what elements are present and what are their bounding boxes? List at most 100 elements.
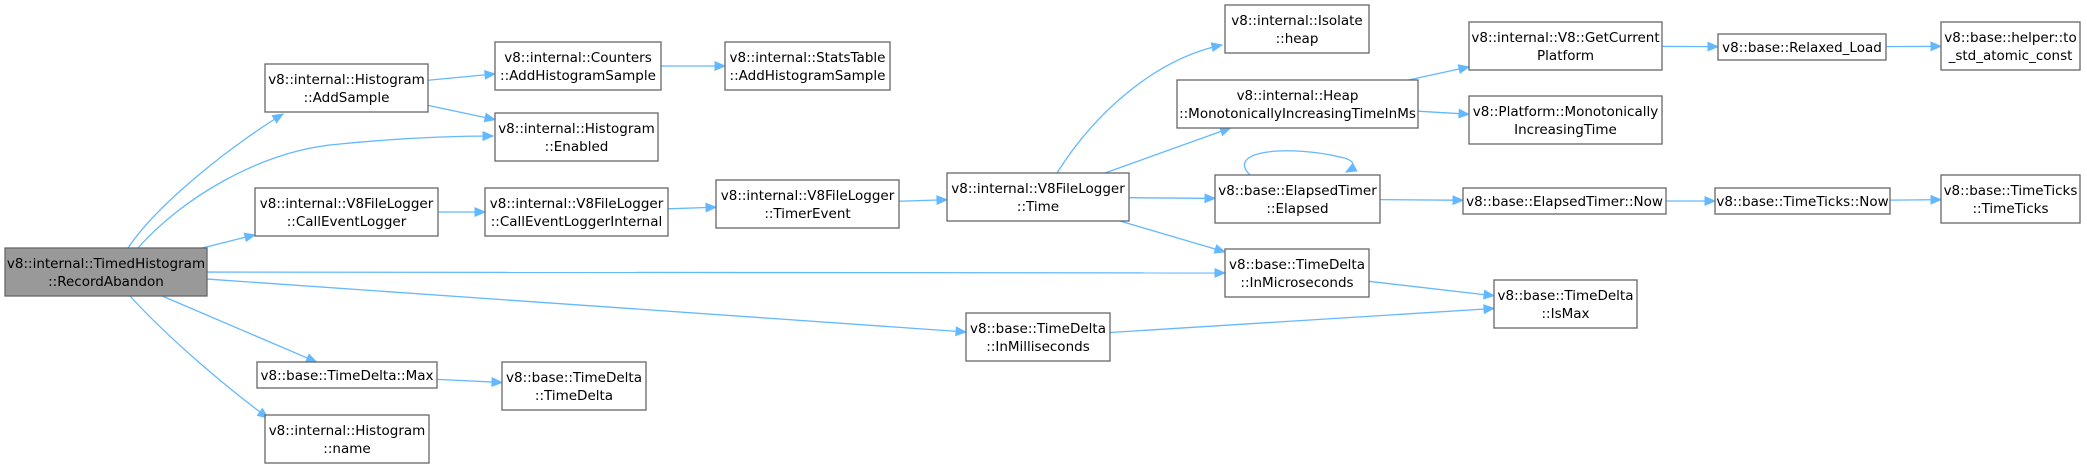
node-label-line: v8::base::TimeDelta xyxy=(970,321,1106,337)
node-timedelta-max[interactable]: v8::base::TimeDelta::Max xyxy=(256,361,438,389)
edge-timeticks_now-to-timeticks_timeticks xyxy=(1889,194,1943,205)
arrowhead xyxy=(1214,267,1227,278)
node-hist-name[interactable]: v8::internal::Histogram::name xyxy=(264,414,430,464)
node-platform-monotonic[interactable]: v8::Platform::MonotonicallyIncreasingTim… xyxy=(1468,95,1663,145)
node-v8fl-timerevent[interactable]: v8::internal::V8FileLogger::TimerEvent xyxy=(715,179,900,229)
node-label-line: v8::base::Relaxed_Load xyxy=(1722,40,1882,56)
node-label-line: ::CallEventLogger xyxy=(287,214,407,230)
node-label-line: IncreasingTime xyxy=(1514,122,1617,138)
edge-line xyxy=(1128,197,1207,199)
node-timedelta-inmicro[interactable]: v8::base::TimeDelta::InMicroseconds xyxy=(1224,248,1370,298)
edge-line xyxy=(436,378,494,383)
node-counters-addhist[interactable]: v8::internal::Counters::AddHistogramSamp… xyxy=(494,41,662,91)
node-label-line: ::AddSample xyxy=(304,90,390,106)
node-root[interactable]: v8::internal::TimedHistogram::RecordAban… xyxy=(4,247,208,297)
node-label-line: v8::base::ElapsedTimer xyxy=(1218,183,1377,199)
node-label-line: ::RecordAbandon xyxy=(48,274,164,290)
edge-elapsedtimer_elapsed-to-elapsedtimer_elapsed xyxy=(1243,150,1358,176)
node-v8fl-calleventloggerinternal[interactable]: v8::internal::V8FileLogger::CallEventLog… xyxy=(484,187,669,237)
node-isolate-heap[interactable]: v8::internal::Isolate::heap xyxy=(1224,4,1370,54)
node-timeticks-timeticks[interactable]: v8::base::TimeTicks::TimeTicks xyxy=(1940,174,2081,224)
arrowhead xyxy=(955,326,968,337)
arrowhead xyxy=(1213,244,1227,254)
node-v8fl-calleventlogger[interactable]: v8::internal::V8FileLogger::CallEventLog… xyxy=(254,187,439,237)
node-v8fl-time[interactable]: v8::internal::V8FileLogger::Time xyxy=(946,172,1130,222)
edge-v8fl_calleventloggerinternal-to-v8fl_timerevent xyxy=(667,202,718,213)
arrowhead xyxy=(1483,289,1496,300)
node-box xyxy=(1176,79,1419,129)
node-label-line: ::TimeDelta xyxy=(535,388,613,404)
edge-timedelta_inmilli-to-timedelta_ismax xyxy=(1109,304,1496,334)
node-timedelta-inmilli[interactable]: v8::base::TimeDelta::InMilliseconds xyxy=(965,312,1111,362)
edge-timedelta_max-to-timedelta_timedelta xyxy=(436,377,504,387)
edge-line xyxy=(667,206,708,210)
node-hist-enabled[interactable]: v8::internal::Histogram::Enabled xyxy=(494,112,659,162)
arrowhead xyxy=(1930,41,1943,52)
node-label-line: ::IsMax xyxy=(1541,306,1589,322)
node-label-line: v8::base::TimeDelta xyxy=(1497,288,1633,304)
edge-line xyxy=(898,199,939,202)
edge-line xyxy=(206,278,958,333)
node-box xyxy=(256,361,438,389)
node-heap-monotonic[interactable]: v8::internal::Heap::MonotonicallyIncreas… xyxy=(1176,79,1419,129)
node-elapsedtimer-elapsed[interactable]: v8::base::ElapsedTimer::Elapsed xyxy=(1214,174,1381,224)
node-box xyxy=(484,187,669,237)
edge-elapsedtimer_now-to-timeticks_now xyxy=(1666,196,1717,206)
node-label-line: v8::base::TimeDelta xyxy=(506,370,642,386)
node-helper-atomic[interactable]: v8::base::helper::to_std_atomic_const xyxy=(1940,21,2081,71)
node-elapsedtimer-now[interactable]: v8::base::ElapsedTimer::Now xyxy=(1462,187,1667,215)
arrowhead xyxy=(1930,194,1943,205)
nodes-layer: v8::internal::TimedHistogram::RecordAban… xyxy=(4,4,2081,464)
arrowhead xyxy=(714,61,727,71)
edge-line xyxy=(1417,110,1461,115)
edge-root-to-hist_name xyxy=(129,295,270,419)
edge-root-to-hist_addsample xyxy=(127,113,285,249)
node-label-line: v8::internal::TimedHistogram xyxy=(7,256,205,272)
node-label-line: ::InMilliseconds xyxy=(986,339,1089,355)
edge-line xyxy=(1368,280,1486,296)
node-label-line: v8::internal::V8::GetCurrent xyxy=(1471,30,1659,46)
edge-heap_monotonic-to-platform_monotonic xyxy=(1417,108,1471,119)
node-hist-addsample[interactable]: v8::internal::Histogram::AddSample xyxy=(264,63,429,113)
edge-line xyxy=(1119,220,1217,250)
node-relaxed-load[interactable]: v8::base::Relaxed_Load xyxy=(1717,33,1887,61)
node-box xyxy=(1468,95,1663,145)
edge-root-to-timedelta_inmicro xyxy=(206,267,1227,278)
edges-layer xyxy=(127,41,1943,419)
node-timedelta-timedelta[interactable]: v8::base::TimeDelta::TimeDelta xyxy=(501,361,647,411)
node-box xyxy=(724,41,891,91)
node-timedelta-ismax[interactable]: v8::base::TimeDelta::IsMax xyxy=(1493,279,1638,329)
edge-root-to-v8fl_calleventlogger xyxy=(202,232,257,249)
edge-v8fl_timerevent-to-v8fl_time xyxy=(898,195,949,206)
edge-v8fl_time-to-isolate_heap xyxy=(1056,42,1224,174)
edge-root-to-timedelta_inmilli xyxy=(206,278,968,337)
arrowhead xyxy=(484,69,497,80)
node-label-line: v8::internal::V8FileLogger xyxy=(951,181,1125,197)
edge-v8fl_time-to-timedelta_inmicro xyxy=(1119,220,1227,254)
edge-line xyxy=(1408,68,1461,81)
node-label-line: v8::internal::StatsTable xyxy=(730,50,886,66)
arrowhead xyxy=(271,113,285,124)
arrowhead xyxy=(936,195,949,206)
node-statstable-addhist[interactable]: v8::internal::StatsTable::AddHistogramSa… xyxy=(724,41,891,91)
node-box xyxy=(1462,187,1667,215)
node-label-line: ::Time xyxy=(1017,199,1059,215)
node-label-line: ::CallEventLoggerInternal xyxy=(491,214,663,230)
node-label-line: Platform xyxy=(1537,48,1594,64)
edge-root-to-hist_enabled xyxy=(137,131,495,249)
node-box xyxy=(1493,279,1638,329)
edge-hist_addsample-to-counters_addhist xyxy=(427,69,497,81)
node-timeticks-now[interactable]: v8::base::TimeTicks::Now xyxy=(1714,187,1891,215)
node-box xyxy=(715,179,900,229)
node-label-line: ::AddHistogramSample xyxy=(730,68,886,84)
node-label-line: v8::internal::Counters xyxy=(504,50,652,66)
node-label-line: ::Enabled xyxy=(545,139,609,155)
node-box xyxy=(1224,4,1370,54)
node-label-line: v8::base::TimeTicks::Now xyxy=(1716,194,1888,210)
node-box xyxy=(1468,21,1663,71)
node-label-line: ::Elapsed xyxy=(1266,201,1328,217)
node-box xyxy=(1224,248,1370,298)
node-label-line: v8::base::TimeDelta::Max xyxy=(260,368,433,384)
arrowhead xyxy=(1458,108,1471,119)
